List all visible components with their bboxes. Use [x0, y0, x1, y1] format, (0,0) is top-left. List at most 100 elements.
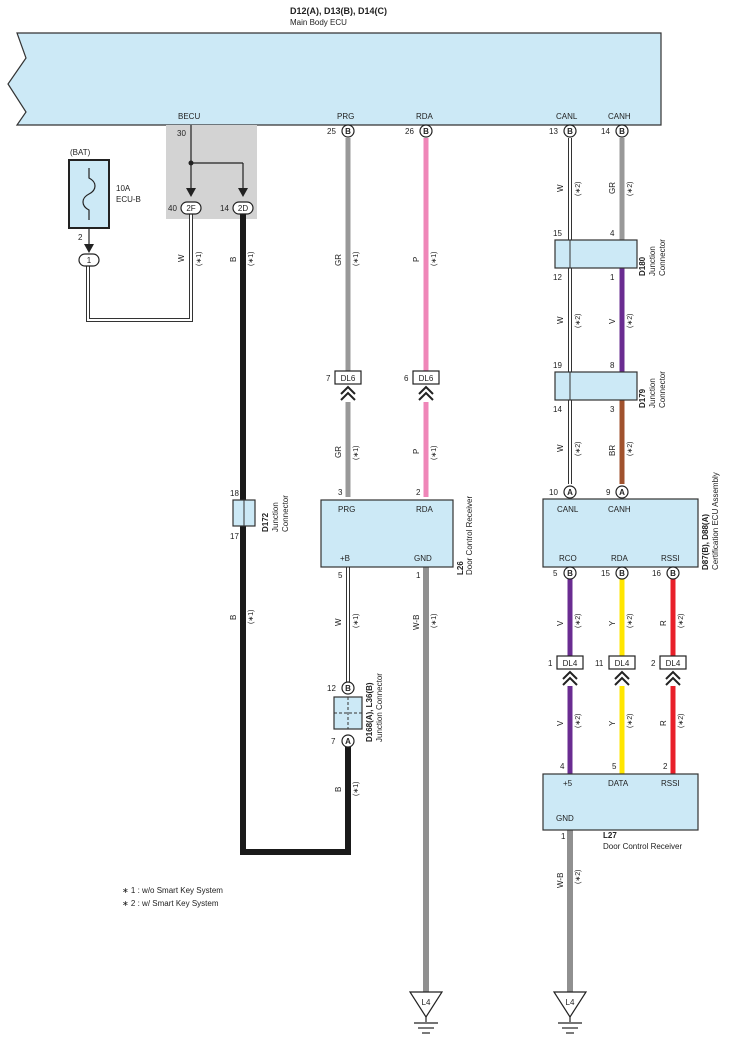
svg-text:W: W	[177, 254, 186, 262]
l26-name: Door Control Receiver	[465, 496, 474, 575]
wire-note-w-plusb: (∗1)	[353, 614, 360, 628]
junction-d180-l1: Junction	[648, 246, 657, 276]
pin-label-canh: CANH	[608, 112, 631, 121]
l26-box	[320, 499, 454, 568]
pin-1-d180: 1	[610, 273, 615, 282]
l26-gnd: GND	[414, 554, 432, 563]
pin-14-d179: 14	[553, 405, 562, 414]
l26-plusb: +B	[340, 554, 350, 563]
wire-note-b-low: (∗1)	[353, 782, 360, 796]
terminal-a-d168	[341, 734, 355, 748]
pin-14-2d: 14	[220, 204, 229, 213]
svg-text:GR: GR	[608, 182, 617, 194]
svg-text:(∗1): (∗1)	[248, 252, 255, 266]
svg-text:(∗2): (∗2)	[627, 182, 634, 196]
pin-10-d87: 10	[549, 488, 558, 497]
pin-17: 17	[230, 532, 239, 541]
junction-d180	[554, 239, 638, 269]
fuse-arrow	[84, 244, 94, 253]
wire-label-w-plusb: W	[334, 618, 343, 626]
junction-d172-code: D172	[261, 512, 270, 532]
svg-text:R: R	[659, 720, 668, 726]
svg-text:BR: BR	[608, 445, 617, 456]
l27-plus5: +5	[563, 779, 573, 788]
svg-text:(∗2): (∗2)	[627, 714, 634, 728]
svg-text:B: B	[619, 569, 625, 578]
l26-prg: PRG	[338, 505, 355, 514]
pin-2-fuse: 2	[78, 233, 83, 242]
l27-name: Door Control Receiver	[603, 842, 682, 851]
ground-l4-left: L4	[408, 991, 444, 1034]
pin-9-d87: 9	[606, 488, 611, 497]
terminal-a-canl	[563, 485, 577, 499]
wire-labels-lower: V (∗2) Y (∗2) R (∗2) V (∗2) Y (∗2) R (∗2…	[556, 614, 685, 728]
svg-text:P: P	[412, 449, 421, 454]
d87-code: D87(B), D88(A)	[701, 514, 710, 570]
svg-text:B: B	[619, 127, 625, 136]
pin-19-d179: 19	[553, 361, 562, 370]
l26-code: L26	[456, 561, 465, 575]
pin-15-d87: 15	[601, 569, 610, 578]
d87-rssi: RSSI	[661, 554, 680, 563]
pin-label-canl: CANL	[556, 112, 578, 121]
ground-l4-right: L4	[552, 991, 588, 1034]
svg-text:(∗2): (∗2)	[627, 314, 634, 328]
pin-2-l27: 2	[663, 762, 668, 771]
dl4-connectors: DL4 DL4 DL4	[556, 655, 687, 686]
pin-5-d87: 5	[553, 569, 558, 578]
terminal-b-d168	[341, 681, 355, 695]
svg-text:Y: Y	[608, 720, 617, 726]
pin-4-l27: 4	[560, 762, 565, 771]
terminal-b-d168-label: B	[345, 684, 351, 693]
wire-label-b-mid: B	[229, 615, 238, 620]
fuse-symbol-icon	[82, 168, 96, 220]
svg-text:(∗1): (∗1)	[196, 252, 203, 266]
pin-6-dl6: 6	[404, 374, 409, 383]
svg-text:B: B	[345, 127, 351, 136]
pin-7-d168: 7	[331, 737, 336, 746]
svg-text:GR: GR	[334, 254, 343, 266]
svg-text:DL4: DL4	[563, 659, 578, 668]
svg-text:(∗2): (∗2)	[678, 714, 685, 728]
svg-text:B: B	[229, 257, 238, 262]
ecu-codes: D12(A), D13(B), D14(C)	[290, 6, 387, 16]
connector-1	[78, 253, 100, 267]
ecu-body	[7, 32, 662, 126]
l27-code: L27	[603, 831, 617, 840]
d87-canl: CANL	[557, 505, 579, 514]
pin-11-dl4: 11	[595, 659, 604, 668]
pin-5-l26: 5	[338, 571, 343, 580]
terminal-a-canh	[615, 485, 629, 499]
svg-text:W: W	[556, 184, 565, 192]
pin-1-l26: 1	[416, 571, 421, 580]
junction-d179-l2: Connector	[658, 371, 667, 408]
svg-text:W: W	[556, 444, 565, 452]
fuse-source: (BAT)	[70, 148, 91, 157]
pin-label-prg: PRG	[337, 112, 354, 121]
svg-text:V: V	[608, 318, 617, 324]
chevron-prg-icon	[340, 385, 356, 401]
junction-d180-l2: Connector	[658, 239, 667, 276]
junction-d172-l2: Connector	[281, 495, 290, 532]
svg-text:B: B	[423, 127, 429, 136]
svg-text:W: W	[556, 316, 565, 324]
wire-labels-can: W (∗2) GR (∗2) W (∗2) V (∗2) W (∗2) BR (…	[556, 182, 634, 456]
terminal-a-canh-label: A	[619, 488, 625, 497]
pin-1-dl4: 1	[548, 659, 553, 668]
pin-label-rda: RDA	[416, 112, 434, 121]
connector-2f-label: 2F	[186, 204, 195, 213]
svg-text:(∗1): (∗1)	[353, 446, 360, 460]
svg-text:(∗2): (∗2)	[575, 442, 582, 456]
svg-text:Y: Y	[608, 620, 617, 626]
pin-40: 40	[168, 204, 177, 213]
pin-8-d179: 8	[610, 361, 615, 370]
d87-rda: RDA	[611, 554, 629, 563]
svg-text:(∗2): (∗2)	[575, 314, 582, 328]
wire-note-wb-l26: (∗1)	[431, 614, 438, 628]
svg-text:(∗2): (∗2)	[627, 442, 634, 456]
pin-30: 30	[177, 129, 186, 138]
ecu-terminals: B B B B	[341, 124, 629, 138]
svg-text:R: R	[659, 620, 668, 626]
pin-18: 18	[230, 489, 239, 498]
